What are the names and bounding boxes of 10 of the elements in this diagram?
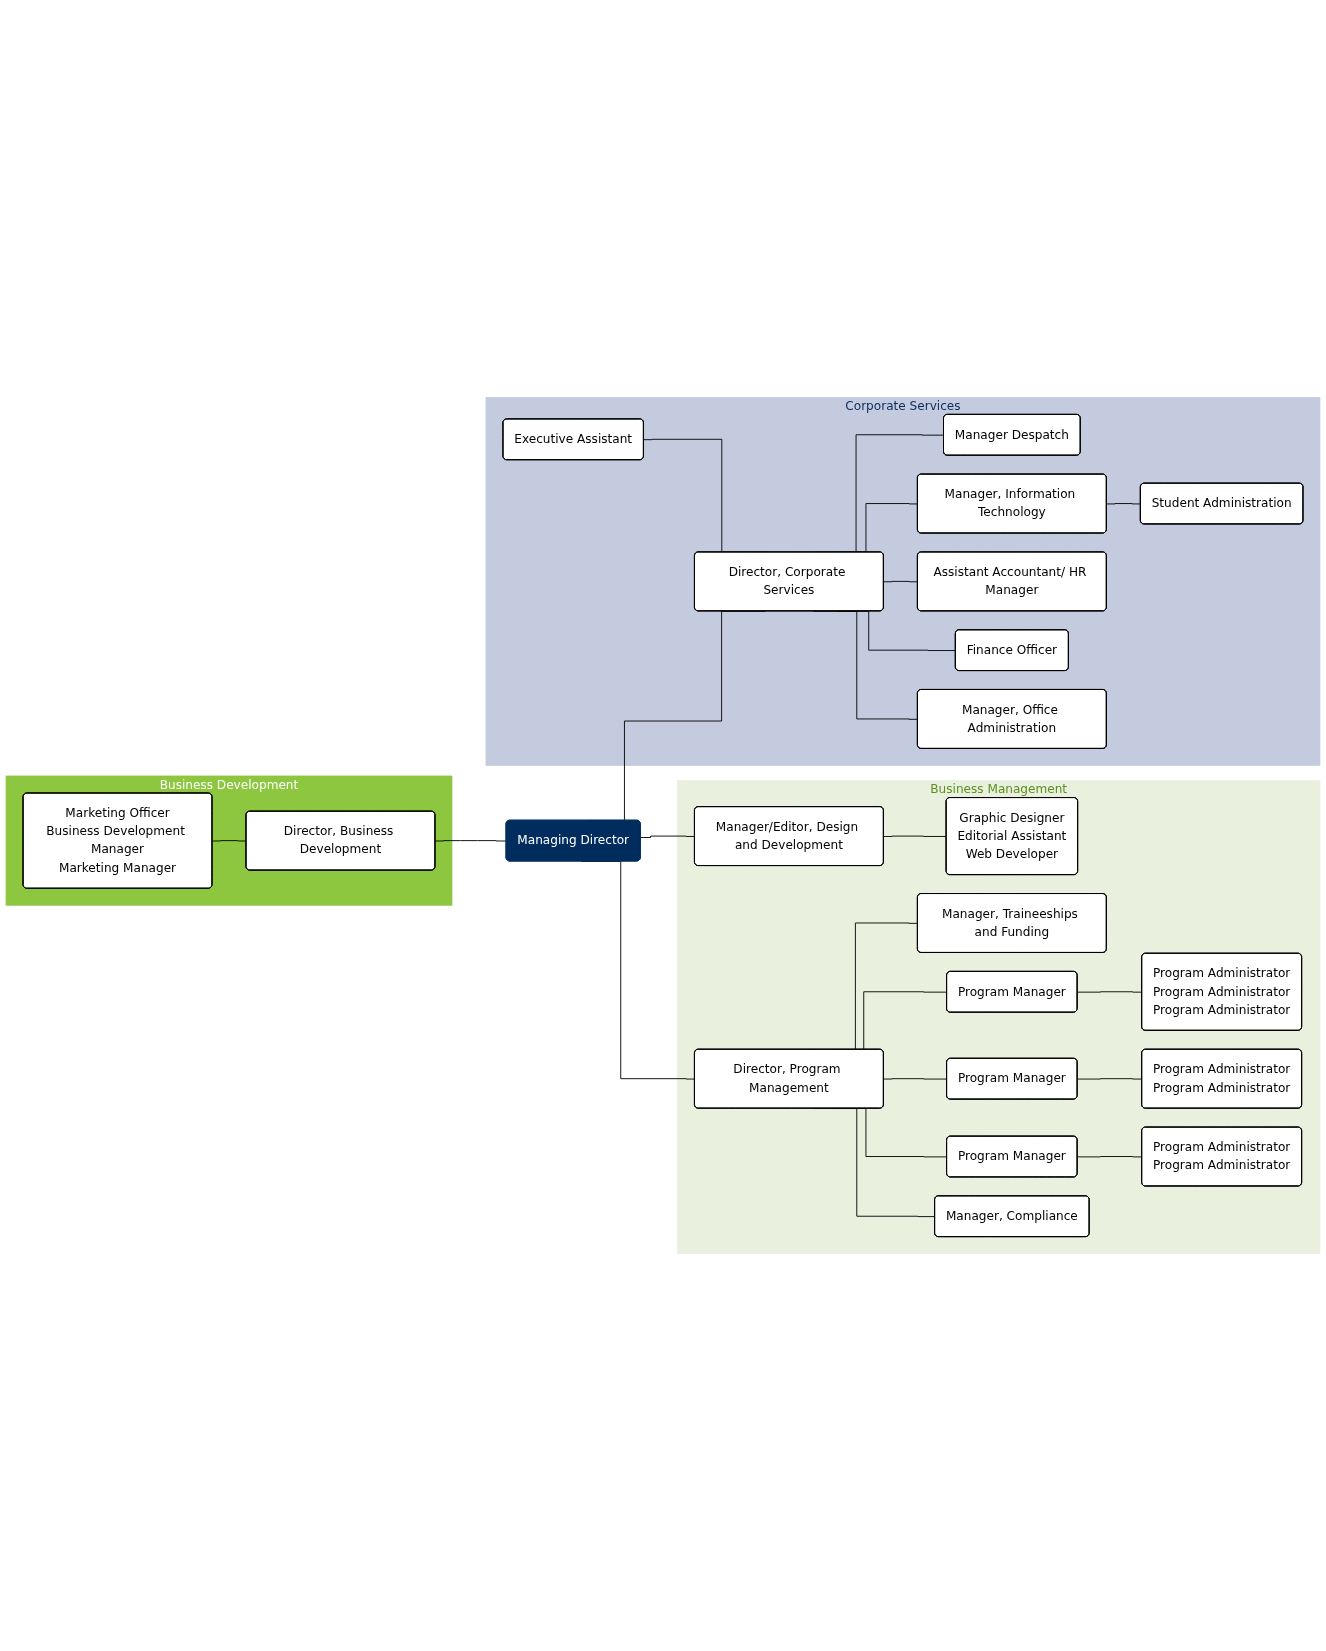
connector xyxy=(1077,1156,1143,1158)
connector xyxy=(883,580,919,583)
connector xyxy=(883,835,947,837)
connector xyxy=(1077,991,1143,993)
connector xyxy=(640,835,696,838)
connector xyxy=(1077,1078,1143,1080)
connector xyxy=(883,1078,948,1080)
connector xyxy=(211,840,247,842)
connector xyxy=(1106,503,1142,505)
connector xyxy=(434,840,507,842)
